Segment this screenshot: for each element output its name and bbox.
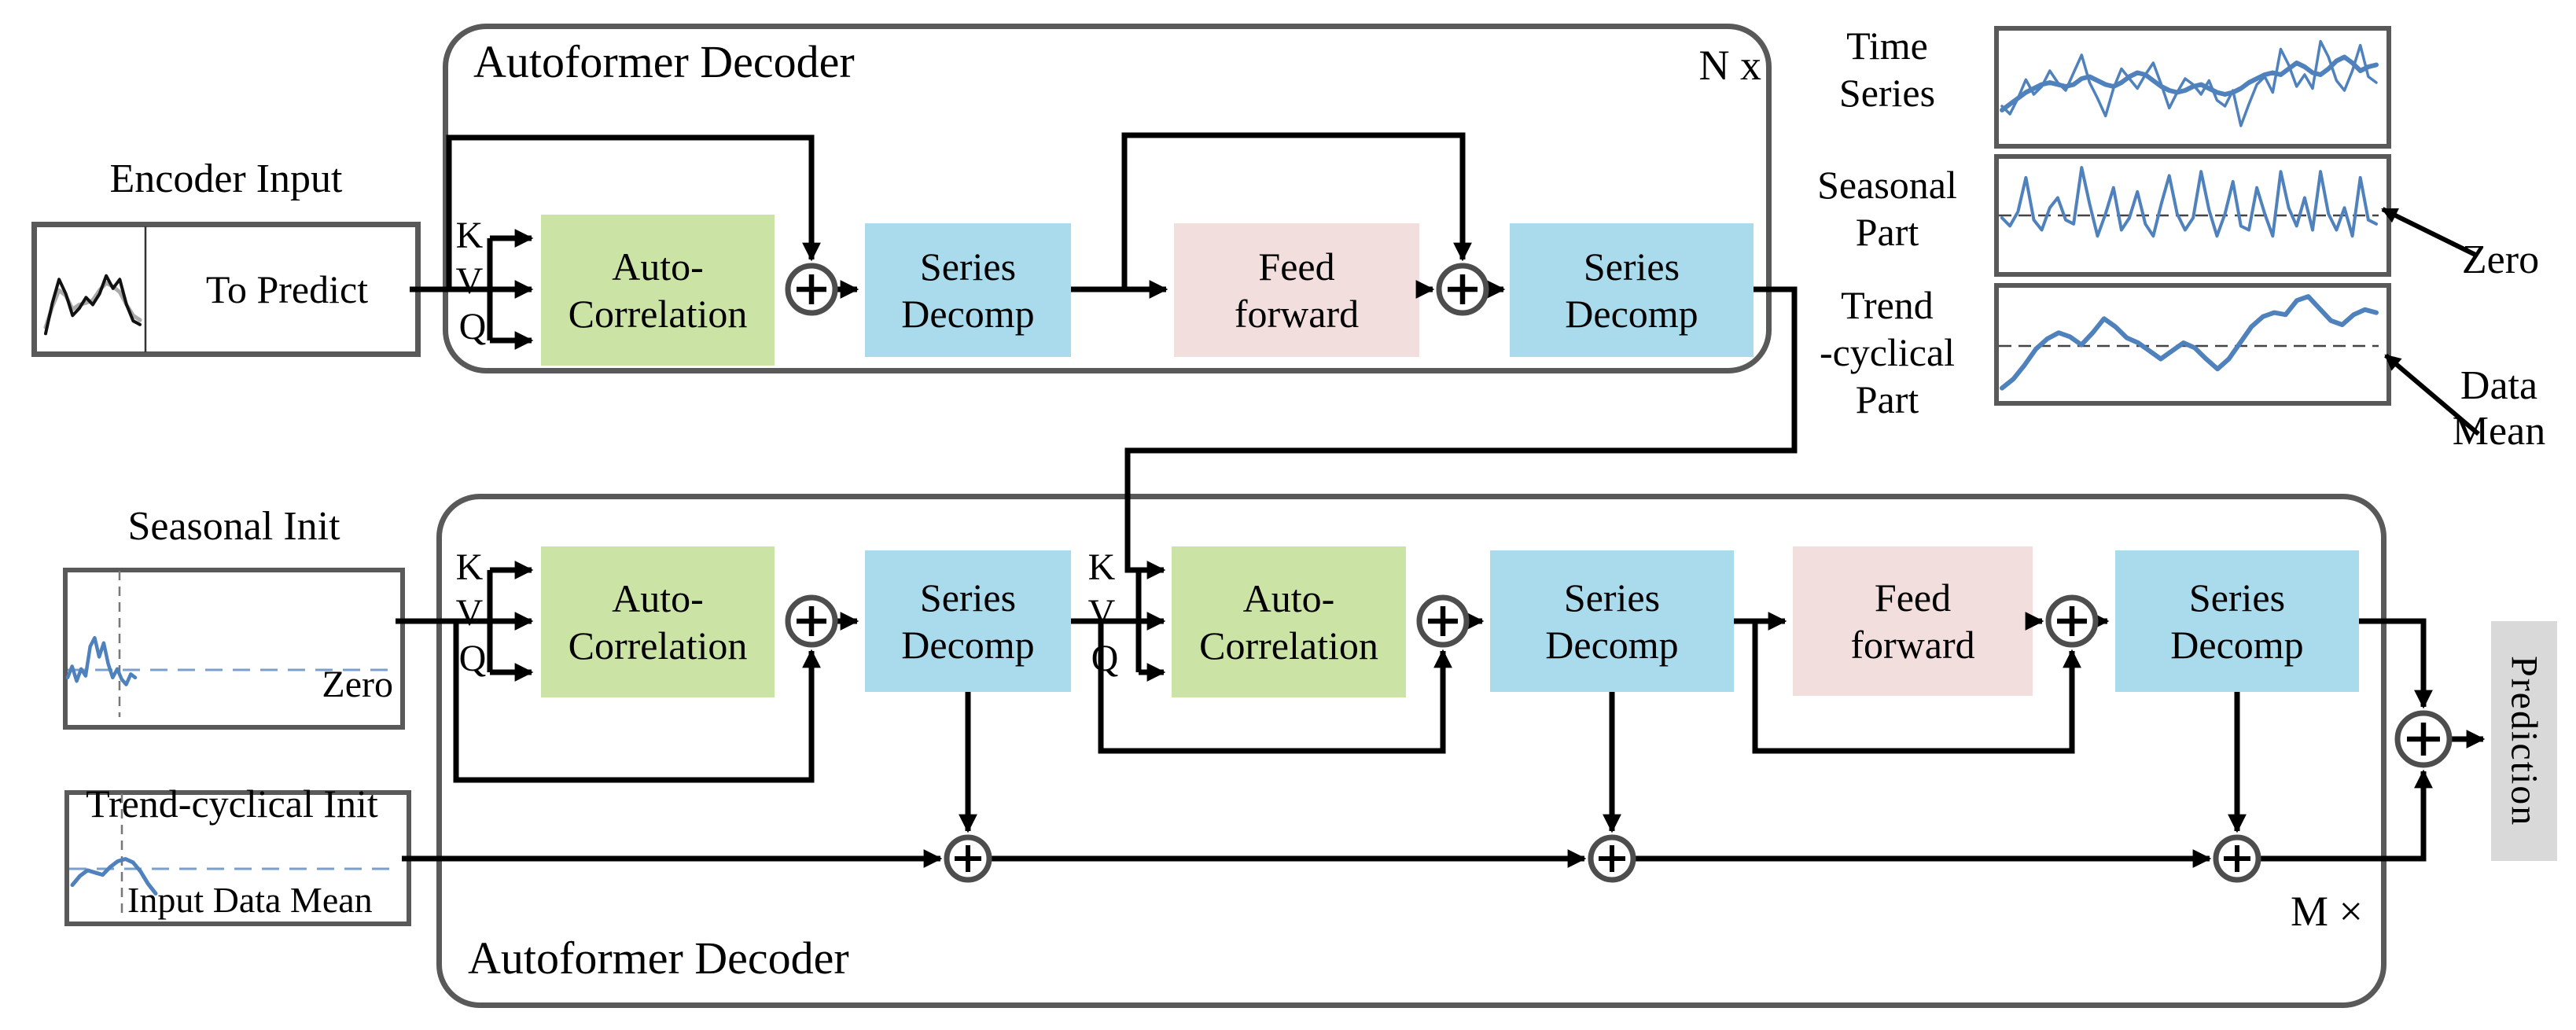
time-series-label-line1: Time [1846,24,1928,68]
seasonal-init-label: Seasonal Init [127,504,340,549]
decoder-sd3-line2: Decomp [2170,623,2304,667]
decoder-feed-forward-block: Feed forward [1793,546,2033,696]
encoder-auto-correlation-block: Auto- Correlation [541,215,775,366]
trend-init-label: Trend-cyclical Init [86,782,378,826]
trend-part-label-line2: -cyclical [1819,330,1956,374]
decoder-series-decomp-1-block: Series Decomp [865,550,1071,692]
encoder-sd2-line2: Decomp [1565,292,1698,336]
encoder-auto-correlation-line1: Auto- [612,245,704,289]
encoder-q-label: Q [458,306,487,348]
decoder2-k-label: K [1087,546,1116,588]
encoder-ff-line2: forward [1234,292,1360,336]
decoder-repeat-label: M × [2291,888,2363,935]
decoder-ac2-line1: Auto- [1242,576,1335,620]
encoder-sd1-line1: Series [919,245,1017,289]
decoder-sd1-line2: Decomp [901,623,1035,667]
trend-part-label-line3: Part [1855,377,1919,421]
seasonal-part-label-line2: Part [1855,210,1919,254]
prediction-box: Prediction [2491,621,2557,861]
decoder-ac2-line2: Correlation [1199,624,1378,668]
final-sum-plus-icon [2407,723,2440,756]
trend-part-plot-box [1994,283,2391,406]
decoder-ff-line2: forward [1850,623,1975,667]
decoder-series-decomp-2-block: Series Decomp [1490,550,1734,692]
decoder-auto-correlation-1-block: Auto- Correlation [541,546,775,697]
zero-annotation: Zero [2461,237,2540,282]
decoder-sd2-line1: Series [1563,576,1661,620]
seasonal-init-text: Zero [322,664,393,705]
data-mean-line1: Data [2460,363,2538,408]
data-mean-line2: Mean [2452,409,2546,454]
prediction-label: Prediction [2503,655,2545,827]
decoder1-v-label: V [455,592,484,634]
seasonal-part-label-line1: Seasonal [1817,163,1957,207]
encoder-input-text: To Predict [205,267,369,311]
decoder-ac1-line1: Auto- [612,576,704,620]
decoder1-q-label: Q [458,638,487,679]
decoder2-q-label: Q [1091,638,1119,679]
encoder-auto-correlation-line2: Correlation [568,292,748,336]
time-series-label: Time Series [1785,22,1989,116]
encoder-feed-forward-block: Feed forward [1174,223,1419,357]
decoder-sd2-line2: Decomp [1545,623,1679,667]
encoder-repeat-label: N x [1698,42,1762,89]
decoder-sd3-line1: Series [2188,576,2286,620]
encoder-k-label: K [455,215,484,256]
trend-part-label: Trend -cyclical Part [1785,281,1989,423]
encoder-series-decomp-1-block: Series Decomp [865,223,1071,357]
final-sum-circle [2394,710,2453,768]
encoder-ff-line1: Feed [1258,245,1335,289]
decoder-title: Autoformer Decoder [468,933,849,984]
encoder-title: Autoformer Decoder [473,36,855,87]
decoder-ff-line1: Feed [1874,576,1952,620]
decoder2-v-label: V [1087,592,1116,634]
time-series-plot-box [1994,26,2391,149]
decoder-auto-correlation-2-block: Auto- Correlation [1172,546,1406,697]
encoder-container-box [443,24,1772,373]
decoder-ac1-line2: Correlation [568,624,748,668]
decoder1-k-label: K [455,546,484,588]
encoder-sd2-line1: Series [1583,245,1680,289]
trend-init-text: Input Data Mean [127,880,373,920]
encoder-input-label: Encoder Input [109,156,343,201]
time-series-label-line2: Series [1838,71,1936,115]
encoder-series-decomp-2-block: Series Decomp [1510,223,1754,357]
encoder-v-label: V [455,260,484,302]
decoder-sd1-line1: Series [919,576,1017,620]
decoder-series-decomp-3-block: Series Decomp [2115,550,2359,692]
seasonal-part-plot-box [1994,154,2391,277]
trend-part-label-line1: Trend [1841,283,1934,327]
encoder-sd1-line2: Decomp [901,292,1035,336]
seasonal-part-label: Seasonal Part [1785,161,1989,256]
data-mean-annotation: Data Mean [2430,363,2568,454]
